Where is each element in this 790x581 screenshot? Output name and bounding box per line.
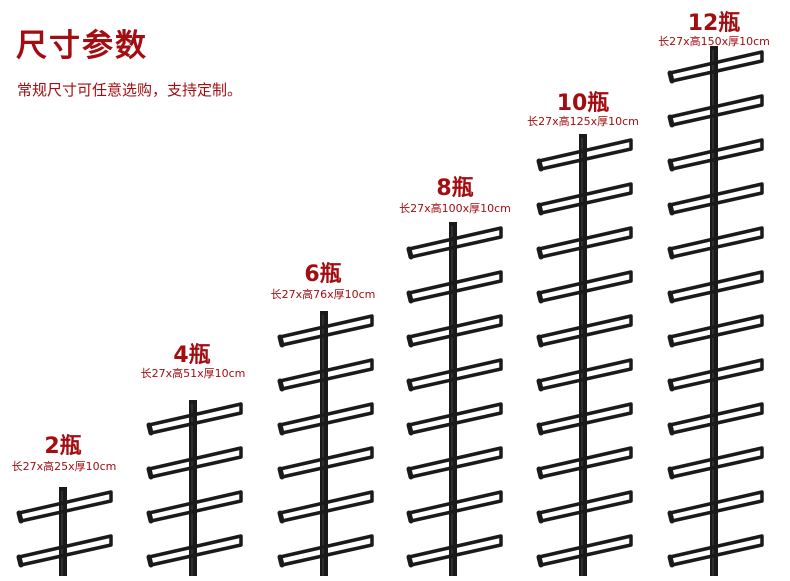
rack-12-count-label: 12瓶	[687, 11, 741, 36]
rack-pole	[320, 311, 328, 576]
rack-pole	[579, 134, 587, 576]
bottle-holder-tip	[536, 158, 544, 172]
bottle-holder-tip	[406, 246, 414, 260]
bottle-holder-tip	[146, 422, 154, 436]
rack-6-count-label: 6瓶	[304, 262, 342, 287]
bottle-holder-tip	[667, 246, 675, 260]
rack-pole	[710, 46, 718, 576]
bottle-holder-tip	[406, 378, 414, 392]
rack-10-dims-label: 长27x高125x厚10cm	[527, 115, 639, 128]
bottle-holder-tip	[146, 554, 154, 568]
bottle-holder-tip	[277, 554, 285, 568]
bottle-holder-tip	[536, 422, 544, 436]
rack-8-dims-label: 长27x高100x厚10cm	[399, 202, 511, 215]
bottle-holder-tip	[667, 466, 675, 480]
bottle-holder-tip	[667, 202, 675, 216]
bottle-holder-tip	[277, 378, 285, 392]
rack-pole	[59, 487, 67, 576]
rack-pole	[449, 222, 457, 576]
rack-4-dims-label: 长27x高51x厚10cm	[140, 367, 246, 380]
bottle-holder-tip	[667, 158, 675, 172]
bottle-holder-tip	[536, 334, 544, 348]
bottle-holder-tip	[536, 554, 544, 568]
bottle-holder-tip	[277, 334, 285, 348]
bottle-holder-tip	[536, 202, 544, 216]
bottle-holder-tip	[536, 290, 544, 304]
page-subtitle: 常规尺寸可任意选购，支持定制。	[17, 81, 243, 99]
bottle-holder-tip	[146, 466, 154, 480]
bottle-holder-tip	[16, 510, 24, 524]
bottle-holder-tip	[667, 422, 675, 436]
bottle-holder-tip	[536, 466, 544, 480]
bottle-holder-tip	[406, 334, 414, 348]
bottle-holder-tip	[277, 422, 285, 436]
rack-12-dims-label: 长27x高150x厚10cm	[658, 35, 770, 48]
bottle-holder-tip	[406, 422, 414, 436]
bottle-holder-tip	[536, 246, 544, 260]
bottle-holder-tip	[667, 554, 675, 568]
bottle-holder-tip	[16, 554, 24, 568]
bottle-holder-tip	[667, 290, 675, 304]
bottle-holder-tip	[667, 510, 675, 524]
bottle-holder-tip	[406, 290, 414, 304]
bottle-holder-tip	[406, 554, 414, 568]
bottle-holder-tip	[406, 510, 414, 524]
bottle-holder-tip	[667, 378, 675, 392]
rack-2-count-label: 2瓶	[44, 434, 82, 459]
bottle-holder-tip	[667, 114, 675, 128]
rack-pole	[189, 400, 197, 576]
page-title: 尺寸参数	[16, 28, 148, 64]
bottle-holder-tip	[277, 466, 285, 480]
bottle-holder-tip	[536, 510, 544, 524]
bottle-holder-tip	[667, 70, 675, 84]
bottle-holder-tip	[146, 510, 154, 524]
bottle-holder-tip	[277, 510, 285, 524]
rack-10-count-label: 10瓶	[556, 91, 610, 116]
bottle-holder-tip	[536, 378, 544, 392]
rack-2-dims-label: 长27x高25x厚10cm	[11, 460, 117, 473]
rack-6-dims-label: 长27x高76x厚10cm	[270, 288, 376, 301]
rack-4-count-label: 4瓶	[173, 343, 211, 368]
bottle-holder-tip	[406, 466, 414, 480]
rack-8-count-label: 8瓶	[436, 176, 474, 201]
bottle-holder-tip	[667, 334, 675, 348]
